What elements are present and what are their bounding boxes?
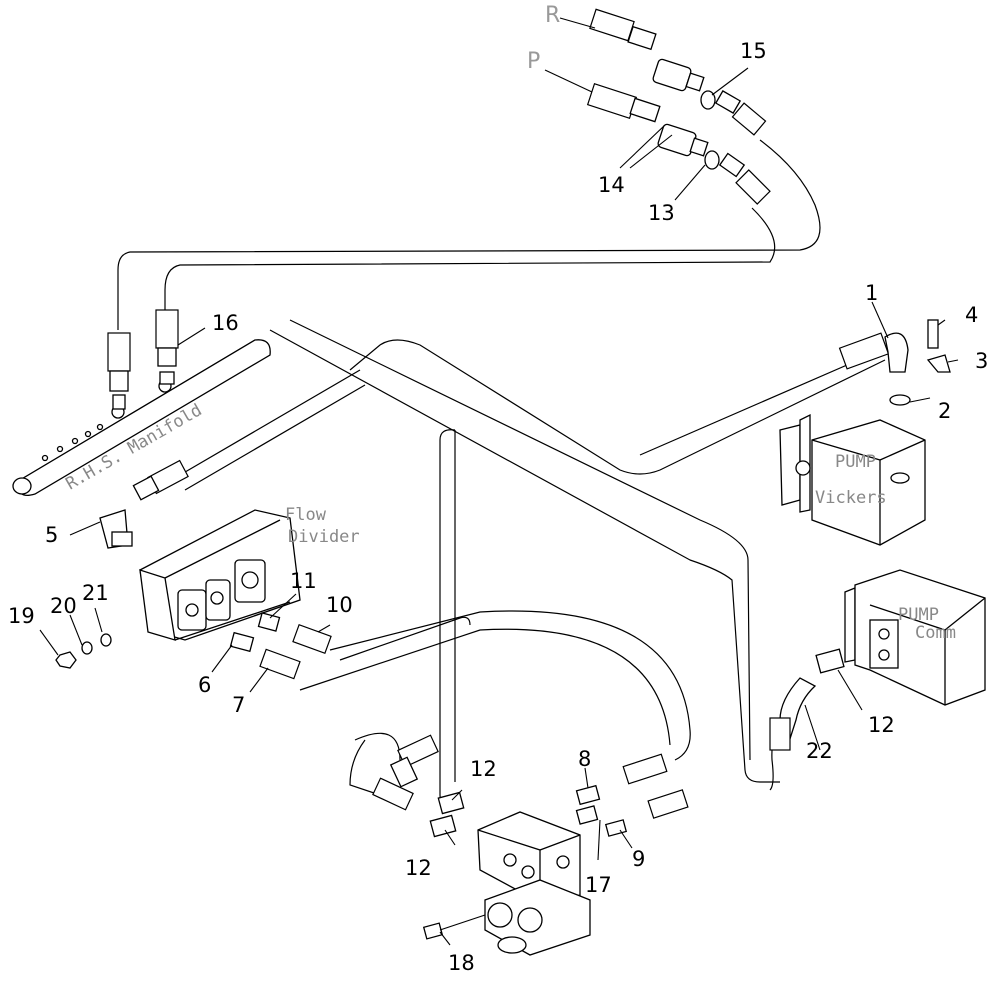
oring-2: [889, 394, 911, 406]
callout-14: 14: [598, 173, 625, 197]
fitting-11: [257, 612, 281, 632]
callout-19: 19: [8, 604, 35, 628]
callout-18: 18: [448, 951, 475, 975]
return-port-hose-end: [559, 8, 657, 51]
callout-7: 7: [232, 693, 245, 717]
valve-fittings: [372, 734, 689, 838]
screw-4: [927, 319, 939, 349]
pump-vickers-label-line2: Vickers: [815, 488, 887, 508]
pump-comm: [844, 569, 986, 706]
adapter-14-lower: [657, 123, 709, 157]
fitting-6: [229, 631, 255, 653]
callout-13: 13: [648, 201, 675, 225]
callout-16: 16: [212, 311, 239, 335]
port-p-label: P: [527, 49, 540, 74]
callout-2: 2: [938, 399, 951, 423]
pump-vickers: [779, 413, 926, 546]
pump-comm-label-line2: Comm: [915, 623, 956, 643]
pump-vickers-label-line1: PUMP: [835, 452, 876, 472]
pump-comm-label-line1: PUMP: [898, 605, 939, 625]
flow-divider: [99, 509, 301, 641]
callout-9: 9: [632, 847, 645, 871]
flow-divider-label-line2: Divider: [288, 527, 360, 547]
callout-8: 8: [578, 747, 591, 771]
hose-end-13: [704, 150, 771, 205]
callout-6: 6: [198, 673, 211, 697]
callout-4: 4: [965, 303, 978, 327]
hose-end-7: [259, 648, 301, 680]
hose-end-15: [700, 90, 767, 136]
adapter-14-upper: [652, 58, 705, 92]
valve-block: [477, 811, 591, 956]
flow-divider-label-line1: Flow: [285, 505, 327, 525]
port-r-label: R: [545, 3, 560, 28]
hose-end-10: [292, 623, 332, 655]
callout-10: 10: [326, 593, 353, 617]
clamp-3: [926, 354, 951, 373]
callout-12-pump: 12: [868, 713, 895, 737]
leader-lines: [39, 67, 959, 946]
hose-end-16-right: [155, 309, 179, 385]
callout-15: 15: [740, 39, 767, 63]
rhs-manifold: [12, 339, 271, 497]
callout-3: 3: [975, 349, 988, 373]
hose-end-16-left: [107, 332, 131, 410]
callout-12-top: 12: [470, 757, 497, 781]
callout-17: 17: [585, 873, 612, 897]
pressure-port-hose-end: [544, 69, 661, 123]
callout-12-bottom: 12: [405, 856, 432, 880]
callout-11: 11: [290, 569, 317, 593]
callout-5: 5: [45, 523, 58, 547]
callout-21: 21: [82, 581, 109, 605]
elbow-1: [838, 332, 909, 373]
plug-18: [422, 922, 444, 940]
washer-set-19-20-21: [55, 633, 112, 669]
hose-end-22: [769, 677, 817, 751]
callout-20: 20: [50, 594, 77, 618]
hose-end-flow-divider-inlet: [132, 459, 189, 501]
callout-22: 22: [806, 739, 833, 763]
callout-1: 1: [865, 281, 878, 305]
hose-lines: [19, 139, 886, 811]
fitting-12-pump: [815, 648, 845, 674]
